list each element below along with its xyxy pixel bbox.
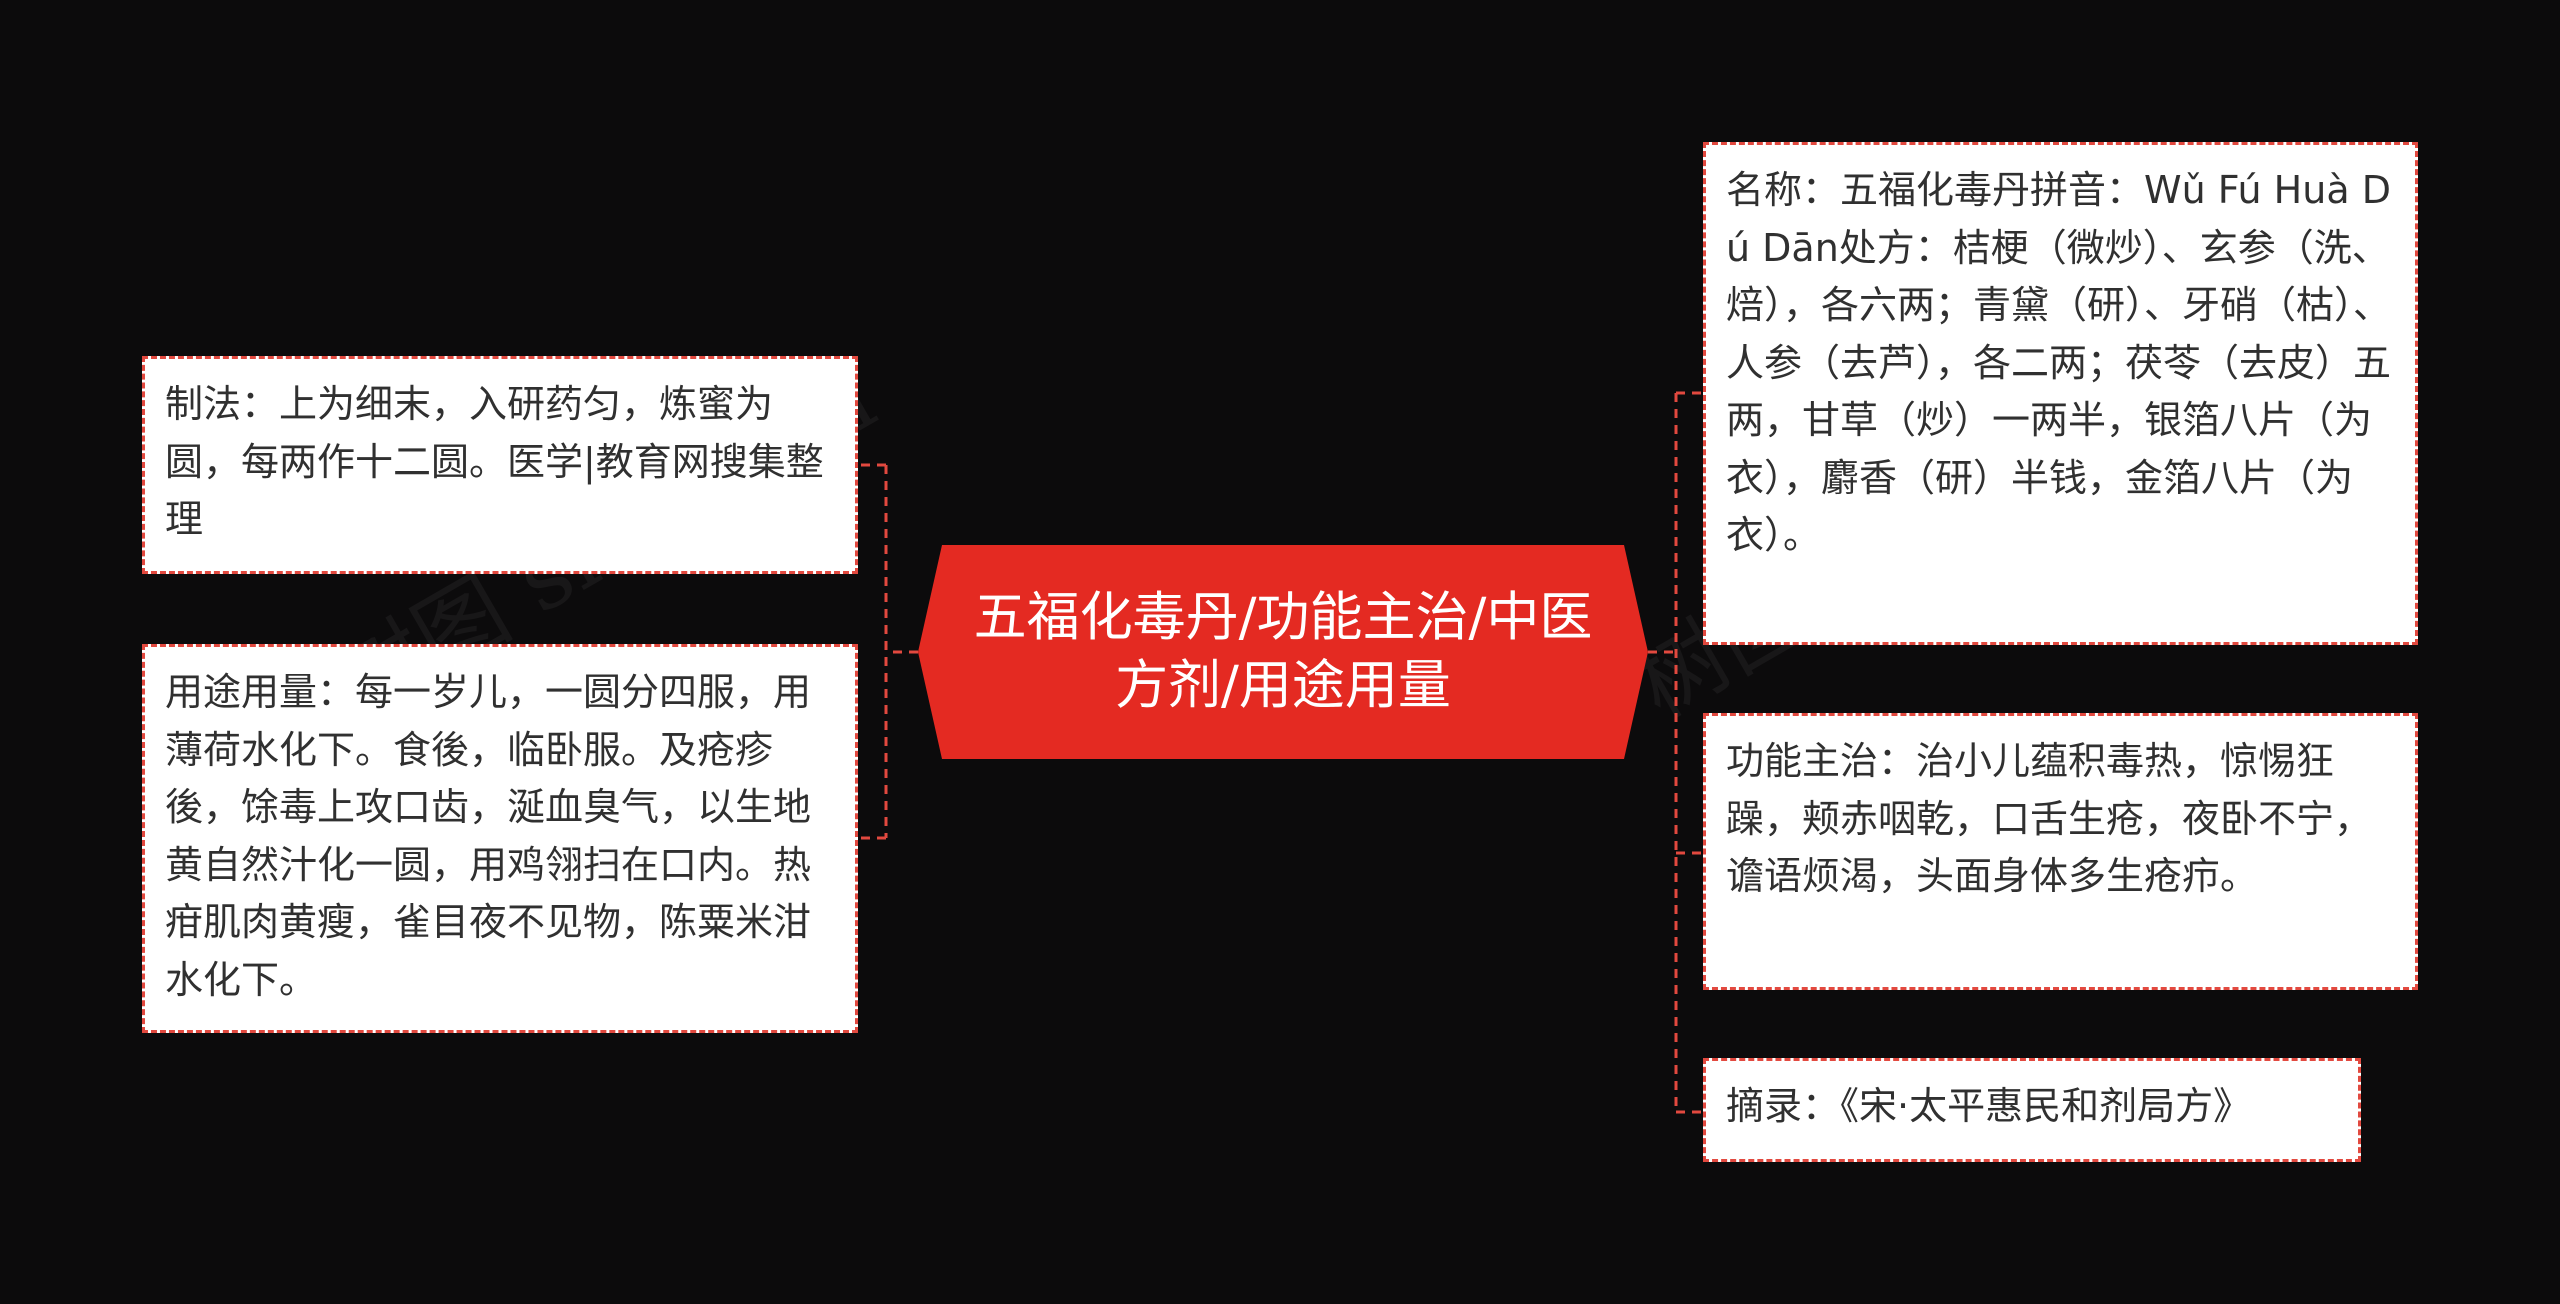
node-zhailu[interactable]: 摘录：《宋·太平惠民和剂局方》 [1703,1058,2361,1162]
node-mingcheng-text: 名称：五福化毒丹拼音：Wǔ Fú Huà Dú Dān处方：桔梗（微炒）、玄参（… [1726,168,2392,557]
central-topic[interactable]: 五福化毒丹/功能主治/中医方剂/用途用量 [918,545,1648,759]
node-yongtu-text: 用途用量：每一岁儿，一圆分四服，用薄荷水化下。食後，临卧服。及疮疹後，馀毒上攻口… [165,670,812,1002]
node-zhailu-text: 摘录：《宋·太平惠民和剂局方》 [1726,1084,2252,1128]
node-zhifa-text: 制法：上为细末，入研药匀，炼蜜为圆，每两作十二圆。医学|教育网搜集整理 [165,382,824,541]
central-topic-label: 五福化毒丹/功能主治/中医方剂/用途用量 [973,587,1593,716]
node-mingcheng[interactable]: 名称：五福化毒丹拼音：Wǔ Fú Huà Dú Dān处方：桔梗（微炒）、玄参（… [1703,142,2418,645]
node-yongtu[interactable]: 用途用量：每一岁儿，一圆分四服，用薄荷水化下。食後，临卧服。及疮疹後，馀毒上攻口… [142,644,858,1033]
node-zhifa[interactable]: 制法：上为细末，入研药匀，炼蜜为圆，每两作十二圆。医学|教育网搜集整理 [142,356,858,574]
node-gongneng-text: 功能主治：治小儿蕴积毒热，惊惕狂躁，颊赤咽乾，口舌生疮，夜卧不宁，谵语烦渴，头面… [1726,739,2373,898]
node-gongneng[interactable]: 功能主治：治小儿蕴积毒热，惊惕狂躁，颊赤咽乾，口舌生疮，夜卧不宁，谵语烦渴，头面… [1703,713,2418,990]
